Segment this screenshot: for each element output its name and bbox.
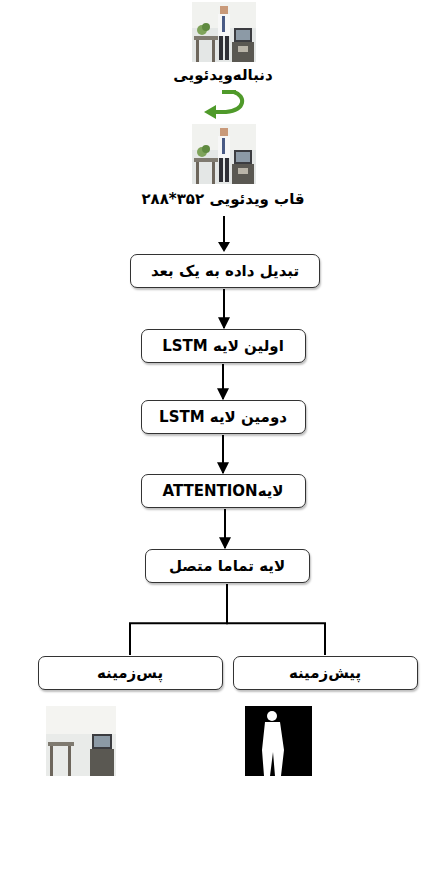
process-box: دومین لایه LSTM [141,400,306,434]
box-text: لایه تماما متصل [169,555,285,577]
box-text: اولین لایه LSTM [162,335,284,357]
loop-arrow-head [204,105,216,119]
split-bracket [227,584,325,655]
image-caption: دنباله‌ویدئویی [173,64,272,86]
video-frame-photo [192,124,256,184]
process-box: پیش‌زمینه [233,656,418,690]
process-box: تبدیل داده به یک بعد [130,254,320,288]
foreground-mask [245,706,312,776]
flow-arrow [224,509,226,548]
box-text: پس‌زمینه [97,662,163,684]
flow-arrow [222,435,224,473]
process-box: لایهATTENTION [141,474,306,508]
background-photo [46,706,116,776]
loop-arrow-tail [222,90,236,94]
split-bracket [130,584,227,655]
image-caption: قاب ویدئویی ۳۵۲*۲۸۸ [141,188,304,210]
video-sequence-photo [192,2,256,62]
box-text: لایهATTENTION [162,480,283,502]
flow-arrow [222,364,224,399]
input-arrow [223,216,225,244]
flow-arrow [223,289,225,328]
box-text: پیش‌زمینه [289,662,361,684]
process-box: پس‌زمینه [38,656,223,690]
input-arrow-head [218,242,230,252]
process-box: لایه تماما متصل [145,549,310,583]
box-text: تبدیل داده به یک بعد [151,260,299,282]
box-text: دومین لایه LSTM [159,406,287,428]
loop-arrow [214,92,242,112]
process-box: اولین لایه LSTM [141,329,306,363]
